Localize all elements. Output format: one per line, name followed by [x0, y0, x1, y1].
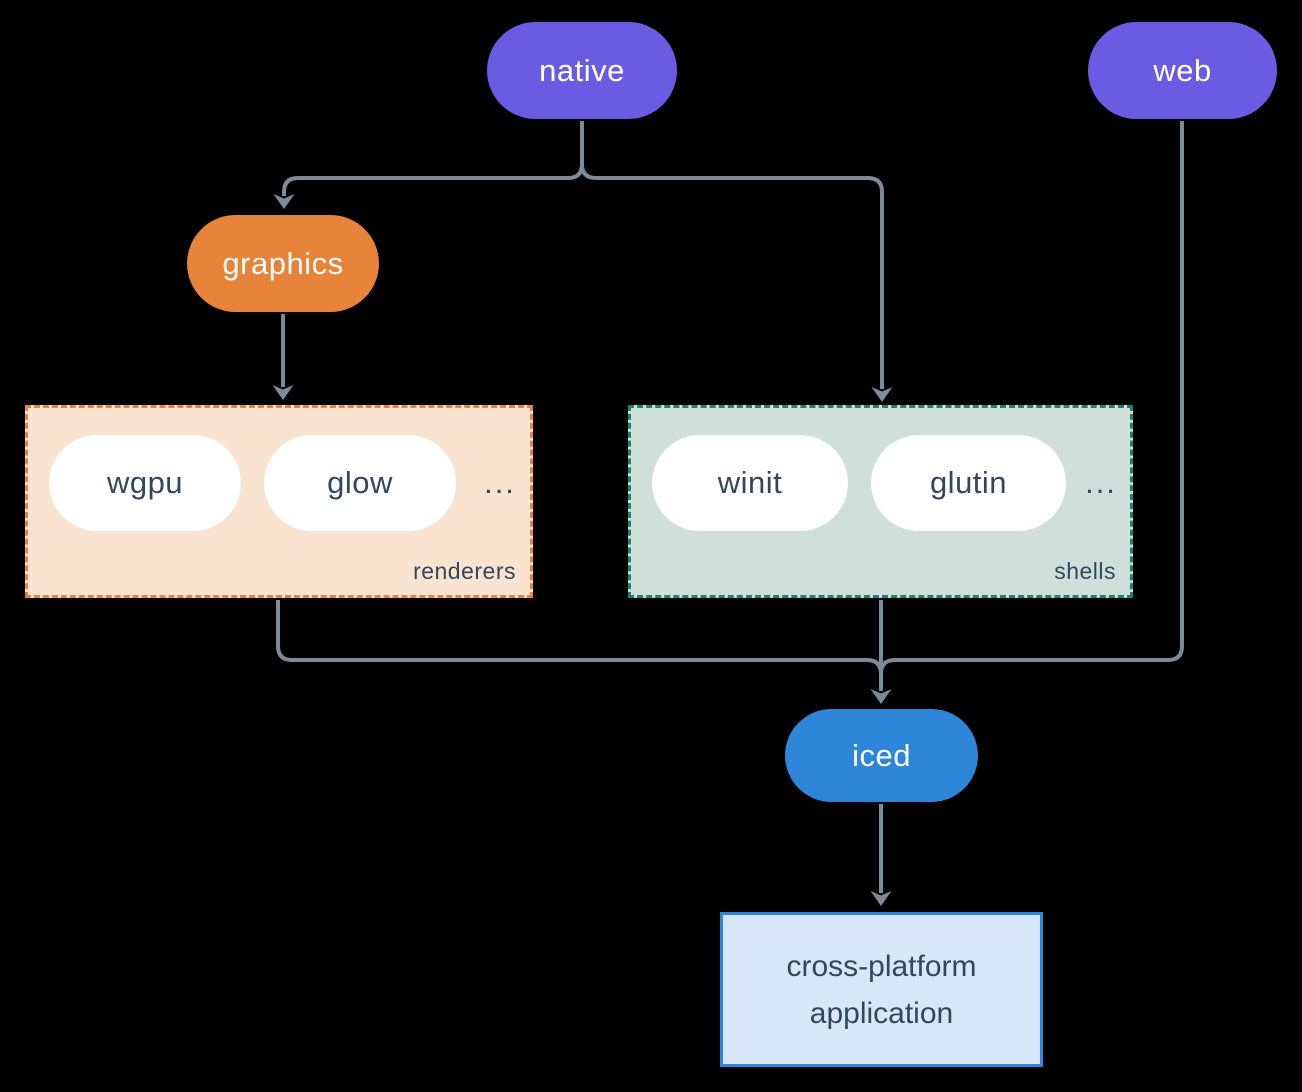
node-iced: iced: [785, 709, 978, 802]
node-iced-label: iced: [852, 737, 911, 773]
node-glow-label: glow: [327, 465, 393, 500]
node-winit: winit: [652, 435, 848, 531]
node-glutin-label: glutin: [929, 465, 1008, 500]
renderers-group: wgpu glow ... renderers: [25, 405, 533, 598]
shells-ellipsis: ...: [1085, 465, 1117, 500]
edge-renderers-to-iced: [276, 600, 883, 675]
node-glutin: glutin: [871, 435, 1066, 531]
arrowhead-renderers: [272, 385, 294, 400]
edge-native-to-shells: [580, 121, 884, 389]
node-web: web: [1088, 22, 1277, 119]
node-native: native: [487, 22, 677, 119]
arrowhead-application: [870, 891, 892, 906]
arrowhead-shells: [871, 387, 893, 402]
node-glow: glow: [264, 435, 456, 531]
renderers-ellipsis: ...: [484, 465, 516, 500]
node-native-label: native: [539, 52, 625, 88]
node-graphics-label: graphics: [222, 245, 344, 281]
node-application-line1: cross-platform: [786, 949, 977, 983]
node-application: cross-platform application: [720, 912, 1043, 1067]
renderers-group-label: renderers: [413, 558, 516, 584]
arrowhead-iced: [870, 689, 892, 704]
node-wgpu: wgpu: [49, 435, 241, 531]
node-graphics: graphics: [187, 215, 379, 312]
edge-native-to-graphics: [282, 121, 584, 196]
node-wgpu-label: wgpu: [106, 465, 184, 500]
arrowhead-graphics: [273, 194, 295, 209]
node-application-line2: application: [809, 996, 954, 1030]
shells-group: winit glutin ... shells: [628, 405, 1133, 598]
node-winit-label: winit: [717, 465, 783, 500]
node-web-label: web: [1153, 52, 1212, 88]
shells-group-label: shells: [1054, 558, 1116, 584]
